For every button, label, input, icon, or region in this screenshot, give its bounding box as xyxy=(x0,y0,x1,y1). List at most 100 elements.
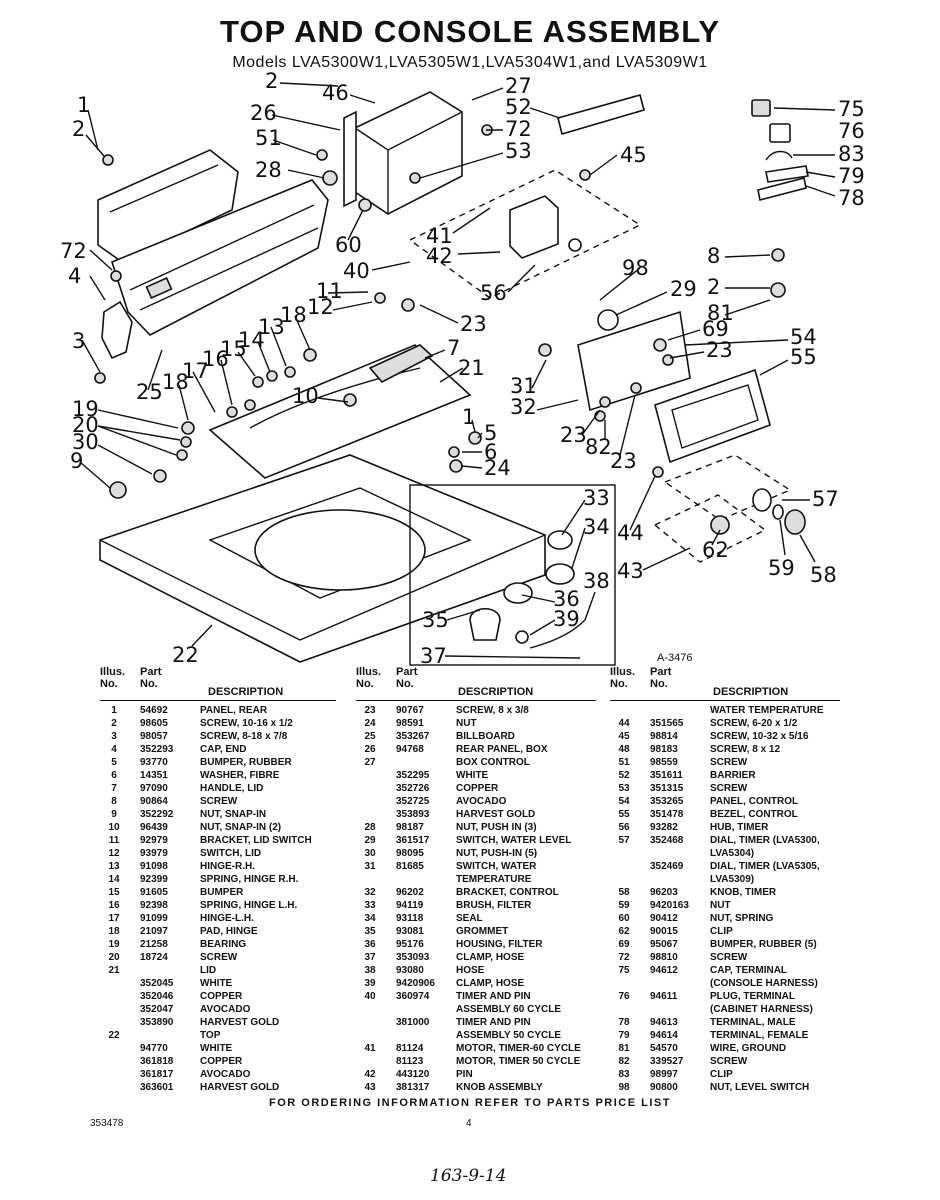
callout-label: 23 xyxy=(560,423,587,447)
callout-label: 23 xyxy=(706,338,733,362)
callout-label: 79 xyxy=(838,164,865,188)
part-description: SCREW, 6-20 x 1/2 xyxy=(710,718,798,729)
part-number: 95176 xyxy=(396,939,424,950)
part-description: CLAMP, HOSE xyxy=(456,952,525,963)
part-description: GROMMET xyxy=(456,926,509,937)
callout-label: 44 xyxy=(617,521,644,545)
callout-label: 14 xyxy=(238,328,265,352)
part-description: BOX CONTROL xyxy=(456,757,530,768)
part-number: 352046 xyxy=(140,991,174,1002)
control-panel-drawing xyxy=(577,309,691,412)
part-number: 21097 xyxy=(140,926,168,937)
part-number: 352725 xyxy=(396,796,430,807)
illus-number: 83 xyxy=(618,1069,630,1080)
callout-label: 42 xyxy=(426,244,453,268)
callout-label: 72 xyxy=(60,239,87,263)
part-description: SCREW, 10-16 x 1/2 xyxy=(200,718,293,729)
callout-label: 53 xyxy=(505,139,532,163)
part-number: 81685 xyxy=(396,861,424,872)
part-description: TERMINAL, FEMALE xyxy=(710,1030,809,1041)
part-description: SCREW, 8-18 x 7/8 xyxy=(200,731,288,742)
illus-number: 44 xyxy=(618,718,630,729)
part-description: PLUG, TERMINAL xyxy=(710,991,795,1002)
part-description: BEZEL, CONTROL xyxy=(710,809,798,820)
part-description: BRUSH, FILTER xyxy=(456,900,532,911)
illus-number: 2 xyxy=(111,718,117,729)
part-description: TERMINAL, MALE xyxy=(710,1017,796,1028)
part-description: ASSEMBLY 60 CYCLE xyxy=(456,1004,562,1015)
part-number: 353093 xyxy=(396,952,430,963)
part-description: DIAL, TIMER (LVA5300, xyxy=(710,835,820,846)
part-number: 353890 xyxy=(140,1017,174,1028)
part-number: 91098 xyxy=(140,861,168,872)
callout-label: 32 xyxy=(510,395,537,419)
callout-label: 16 xyxy=(202,347,229,371)
column-header-description: DESCRIPTION xyxy=(713,686,789,698)
callout-label: 19 xyxy=(72,397,99,421)
part-number: 352468 xyxy=(650,835,684,846)
part-number: 352469 xyxy=(650,861,684,872)
part-number: 96202 xyxy=(396,887,424,898)
part-description: NUT, SPRING xyxy=(710,913,774,924)
illus-number: 18 xyxy=(108,926,120,937)
timer-mount-outline xyxy=(408,169,642,299)
illus-number: 48 xyxy=(618,744,630,755)
part-description: HUB, TIMER xyxy=(710,822,769,833)
part-number: 97090 xyxy=(140,783,168,794)
part-description: HARVEST GOLD xyxy=(456,809,536,820)
callout-label: 38 xyxy=(583,569,610,593)
rear-panel-drawing xyxy=(97,149,239,263)
illus-number: 22 xyxy=(108,1030,120,1041)
part-description: TEMPERATURE xyxy=(456,874,532,885)
barrier-drawing xyxy=(557,94,645,136)
illus-number: 82 xyxy=(618,1056,630,1067)
part-number: 360974 xyxy=(396,991,430,1002)
callout-labels: 2 46 27 1 26 52 2 72 75 76 51 53 45 83 2… xyxy=(60,72,865,668)
part-number: 95067 xyxy=(650,939,678,950)
part-description: HARVEST GOLD xyxy=(200,1017,280,1028)
callout-label: 72 xyxy=(505,117,532,141)
part-description: NUT xyxy=(710,900,731,911)
column-header-illus: Illus.No. xyxy=(100,666,126,690)
ordering-note: FOR ORDERING INFORMATION REFER TO PARTS … xyxy=(269,1097,671,1109)
callout-label: 7 xyxy=(447,336,460,360)
illus-number: 21 xyxy=(108,965,120,976)
illus-number: 72 xyxy=(618,952,630,963)
part-number: 90864 xyxy=(140,796,168,807)
console-billboard-drawing xyxy=(111,179,329,336)
part-description: PIN xyxy=(456,1069,473,1080)
part-number: 98183 xyxy=(650,744,678,755)
illus-number: 78 xyxy=(618,1017,630,1028)
part-description: WHITE xyxy=(200,978,233,989)
part-number: 361817 xyxy=(140,1069,174,1080)
part-number: 94611 xyxy=(650,991,678,1002)
leader-lines xyxy=(79,82,836,659)
header-rule xyxy=(610,700,840,701)
part-description: PANEL, CONTROL xyxy=(710,796,799,807)
illus-number: 28 xyxy=(364,822,376,833)
part-description: WATER TEMPERATURE xyxy=(710,705,824,716)
illus-number: 5 xyxy=(111,757,117,768)
part-number: 90015 xyxy=(650,926,678,937)
part-number: 93080 xyxy=(396,965,424,976)
callout-label: 1 xyxy=(77,93,90,117)
part-description: TIMER AND PIN xyxy=(456,1017,531,1028)
part-description: PANEL, REAR xyxy=(200,705,268,716)
part-description: HANDLE, LID xyxy=(200,783,264,794)
callout-label: 2 xyxy=(72,117,85,141)
callout-label: 9 xyxy=(70,449,83,473)
part-description: AVOCADO xyxy=(200,1069,251,1080)
illus-number: 14 xyxy=(108,874,120,885)
part-number: 94614 xyxy=(650,1030,678,1041)
part-description: BILLBOARD xyxy=(456,731,515,742)
part-number: 351315 xyxy=(650,783,684,794)
part-description: LID xyxy=(200,965,217,976)
part-number: 81124 xyxy=(396,1043,424,1054)
callout-label: 26 xyxy=(250,101,277,125)
exploded-parts-diagram: 2 46 27 1 26 52 2 72 75 76 51 53 45 83 2… xyxy=(60,72,865,668)
illus-number: 27 xyxy=(364,757,376,768)
callout-label: 45 xyxy=(620,143,647,167)
